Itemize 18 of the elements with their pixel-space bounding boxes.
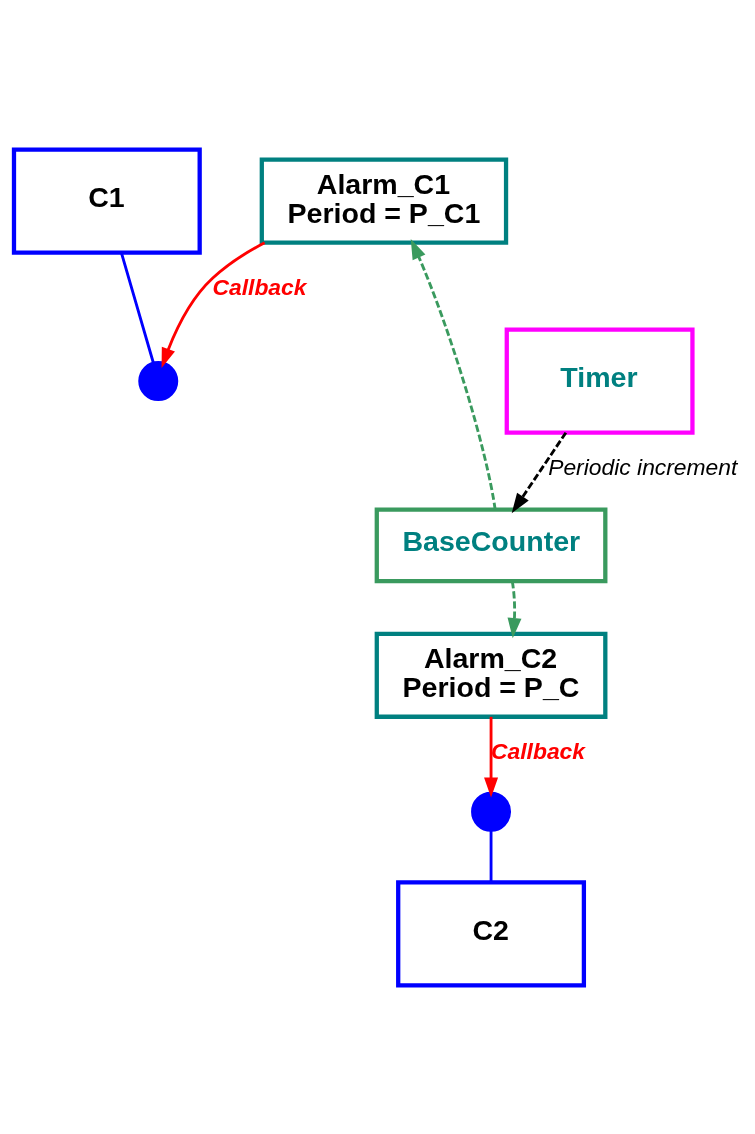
node-box: Timer <box>504 327 695 435</box>
node-box: C2 <box>396 879 587 987</box>
edge-label: Callback <box>491 737 586 764</box>
arrow <box>511 431 568 513</box>
connector <box>489 829 493 882</box>
arrow <box>507 580 522 638</box>
edge-label: Periodic increment <box>548 453 738 480</box>
edge-label: Callback <box>212 273 307 300</box>
arrow <box>161 241 266 368</box>
node-circle <box>471 791 512 832</box>
node-box: C1 <box>11 147 202 255</box>
node-box: Alarm_C1 Period = P_C1 <box>259 157 509 245</box>
node-box: Alarm_C2 Period = P_C <box>374 631 608 719</box>
node-circle <box>138 360 179 401</box>
node-box: BaseCounter <box>374 507 608 583</box>
arrow <box>484 716 499 798</box>
arrow <box>410 238 497 510</box>
connector <box>120 251 155 364</box>
